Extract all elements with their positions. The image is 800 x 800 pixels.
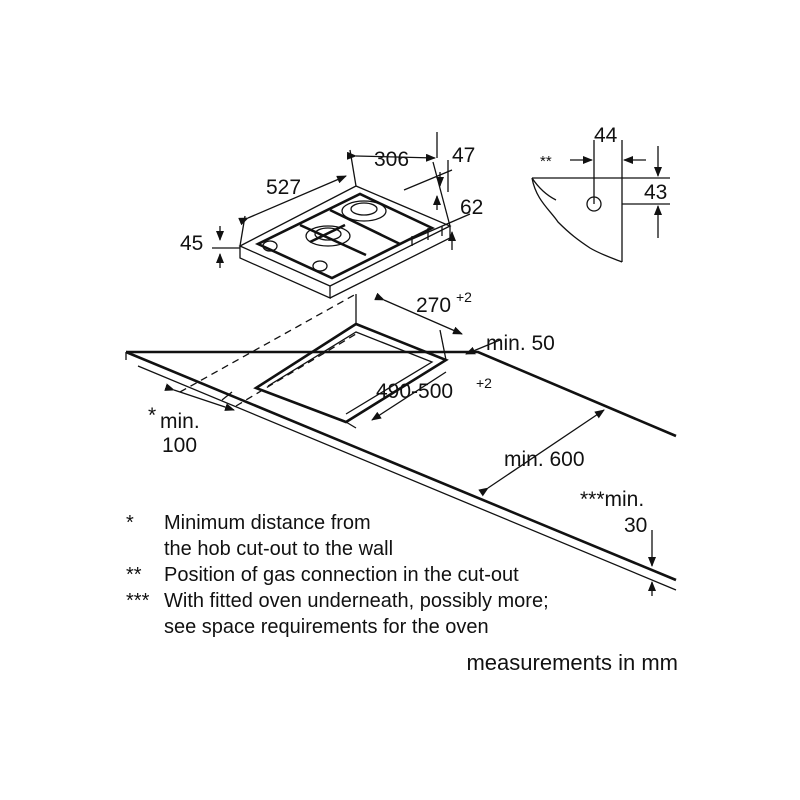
gas-connection-detail (531, 140, 670, 263)
cutout-min-front-label: min. 600 (504, 448, 585, 471)
cutout-wall-label: min. (160, 410, 200, 433)
footnote-text: Position of gas connection in the cut-ou… (164, 564, 519, 586)
cutout-wall-value: 100 (162, 434, 197, 457)
control-knob (312, 260, 328, 272)
footnote-marker: ** (126, 564, 142, 586)
footnote: ** Position of gas connection in the cut… (126, 562, 646, 588)
cutout-opening (253, 322, 449, 424)
hob-height-total-label: 47 (452, 144, 475, 167)
footnotes: * Minimum distance from the hob cut-out … (126, 510, 646, 640)
footnote: * Minimum distance from (126, 510, 646, 536)
hob-dimension-lines (212, 132, 471, 268)
footnote-text: the hob cut-out to the wall (164, 538, 394, 560)
hob-width-label: 306 (374, 148, 409, 171)
cutout-dimension-lines (164, 292, 656, 596)
cutout-below-value: 30 (624, 514, 647, 537)
cutout-width-label: 270 (416, 294, 451, 317)
footnote-text: With fitted oven underneath, possibly mo… (164, 590, 549, 612)
cutout-min-side-label: min. 50 (486, 332, 555, 355)
gas-connection-height-label: 43 (644, 181, 667, 204)
cutout-wall-marker: * (148, 404, 156, 427)
hob-height-body-label: 62 (460, 196, 483, 219)
cutout-below-label: ***min. (580, 488, 644, 511)
units-label: measurements in mm (466, 650, 678, 675)
cutout-width-tolerance: +2 (456, 289, 472, 305)
gas-connection-offset-label: 44 (594, 124, 618, 147)
cutout-depth-label: 490-500 (376, 380, 453, 403)
footnote-marker: *** (126, 590, 150, 612)
cutout-depth-tolerance: +2 (476, 375, 492, 391)
gas-connection-marker: ** (540, 153, 552, 170)
footnote-marker: * (126, 512, 134, 534)
footnote-text: see space requirements for the oven (164, 616, 489, 638)
footnote: *** With fitted oven underneath, possibl… (126, 588, 646, 614)
hob-height-front-label: 45 (180, 232, 203, 255)
burner-rear (341, 200, 387, 222)
control-knob (262, 240, 278, 252)
burner-front (305, 225, 351, 247)
hob-illustration (238, 185, 452, 300)
hob-depth-label: 527 (266, 176, 301, 199)
footnote-text: Minimum distance from (164, 512, 371, 534)
